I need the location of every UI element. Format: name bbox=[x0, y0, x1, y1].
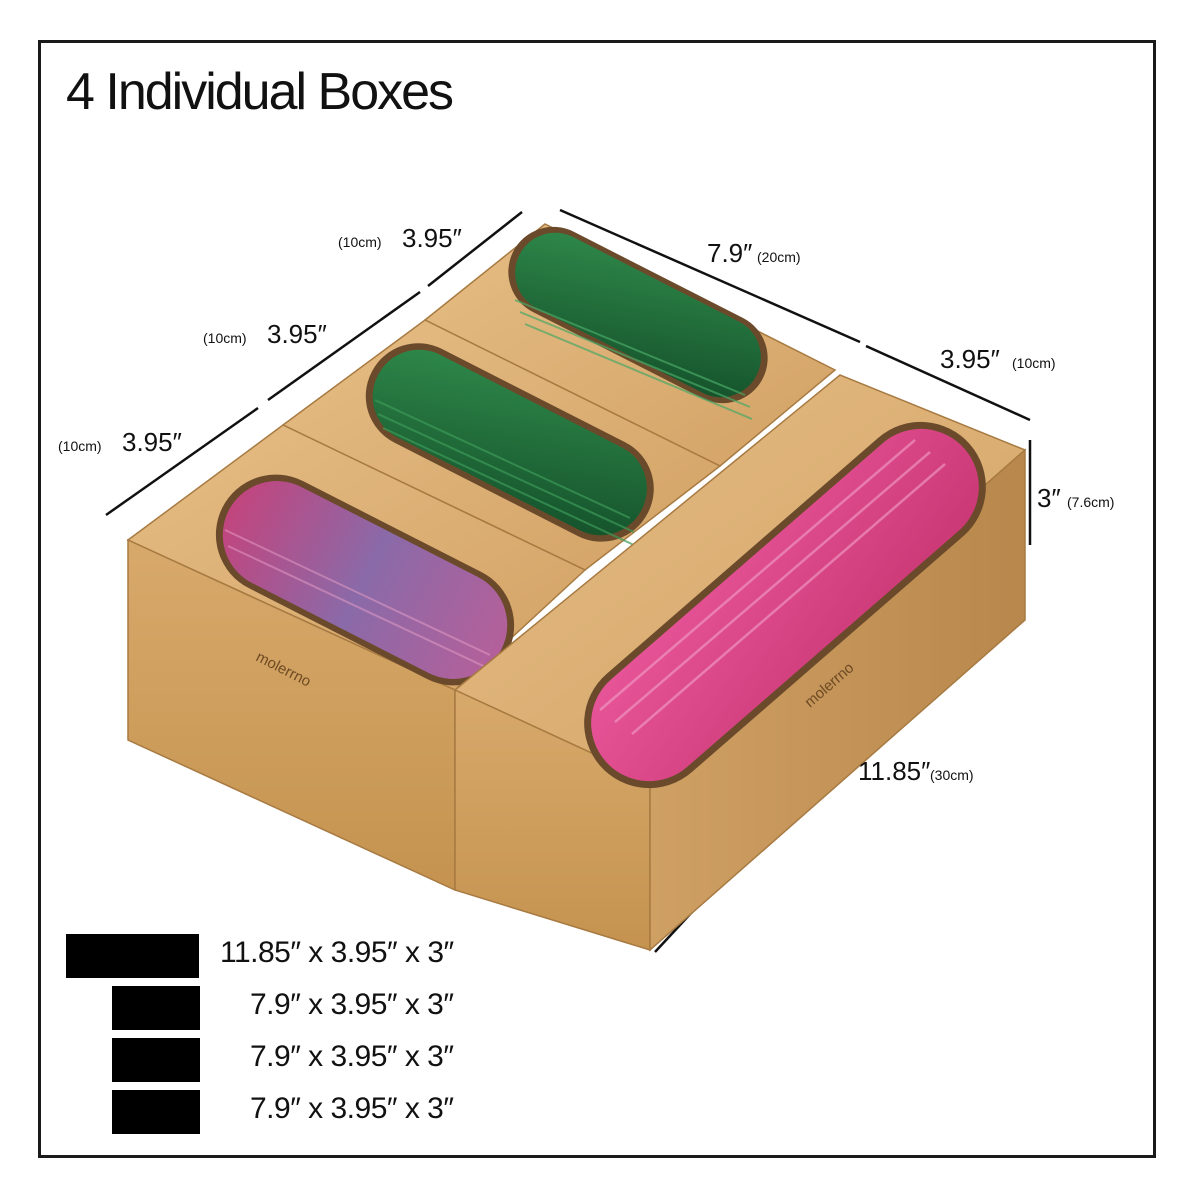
legend-label-small-1: 7.9″ x 3.95″ x 3″ bbox=[250, 988, 454, 1021]
box-middle-small bbox=[281, 319, 722, 571]
legend-row-small-3: 7.9″ x 3.95″ x 3″ bbox=[60, 1090, 540, 1136]
dim-line-top-right bbox=[559, 208, 861, 344]
legend-label-small-3: 7.9″ x 3.95″ x 3″ bbox=[250, 1092, 454, 1125]
legend-label-large: 11.85″ x 3.95″ x 3″ bbox=[220, 936, 454, 969]
dim-top-left-3-cm: (10cm) bbox=[58, 438, 102, 454]
dim-line-left-1 bbox=[427, 211, 523, 287]
legend-row-large: 11.85″ x 3.95″ x 3″ bbox=[60, 934, 540, 980]
dim-height-in: 3″ bbox=[1037, 483, 1061, 513]
title: 4 Individual Boxes bbox=[66, 63, 454, 121]
legend-swatch-large bbox=[66, 934, 199, 978]
dim-width-in: 3.95″ bbox=[940, 344, 1000, 374]
dim-width-cm: (10cm) bbox=[1012, 355, 1056, 371]
legend-swatch-small-2 bbox=[112, 1038, 200, 1082]
dim-line-right-width bbox=[865, 344, 1031, 422]
legend-row-small-2: 7.9″ x 3.95″ x 3″ bbox=[60, 1038, 540, 1084]
dim-top-left-1-cm: (10cm) bbox=[338, 234, 382, 250]
box-front-small: molerrno bbox=[126, 424, 587, 892]
legend-row-small-1: 7.9″ x 3.95″ x 3″ bbox=[60, 986, 540, 1032]
dimension-labels: (10cm) 3.95″ (10cm) 3.95″ (10cm) 3.95″ 7… bbox=[58, 223, 1114, 786]
box-back-small bbox=[423, 223, 837, 467]
box-long: molerrno bbox=[453, 374, 1027, 952]
dim-top-left-1-in: 3.95″ bbox=[402, 223, 462, 253]
legend-swatch-small-1 bbox=[112, 986, 200, 1030]
dim-long-in: 11.85″ bbox=[858, 756, 930, 786]
dim-height-cm: (7.6cm) bbox=[1067, 494, 1114, 510]
dim-top-left-2-cm: (10cm) bbox=[203, 330, 247, 346]
dim-line-left-2 bbox=[267, 290, 421, 402]
dim-length-in: 7.9″ bbox=[707, 238, 752, 268]
dim-long-cm: (30cm) bbox=[930, 767, 974, 783]
legend-swatch-small-3 bbox=[112, 1090, 200, 1134]
dim-top-left-3-in: 3.95″ bbox=[122, 427, 182, 457]
dim-length-cm: (20cm) bbox=[757, 249, 801, 265]
dim-line-left-3 bbox=[105, 406, 259, 517]
dim-top-left-2-in: 3.95″ bbox=[267, 319, 327, 349]
legend-label-small-2: 7.9″ x 3.95″ x 3″ bbox=[250, 1040, 454, 1073]
